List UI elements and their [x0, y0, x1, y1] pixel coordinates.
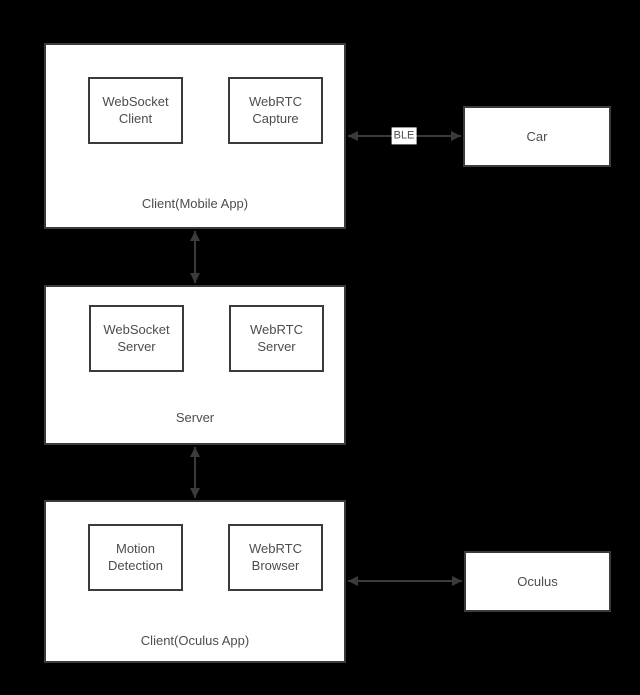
websocket-client-box: WebSocket Client — [88, 77, 183, 144]
mobile-app-group-box: WebSocket Client WebRTC Capture Client(M… — [44, 43, 346, 229]
car-box: Car — [463, 106, 611, 167]
oculus-box: Oculus — [464, 551, 611, 612]
oculus-app-group-box: Motion Detection WebRTC Browser Client(O… — [44, 500, 346, 663]
server-group-box: WebSocket Server WebRTC Server Server — [44, 285, 346, 445]
mobile-app-group-label: Client(Mobile App) — [141, 196, 249, 211]
websocket-client-label: WebSocket Client — [102, 93, 169, 126]
webrtc-browser-label: WebRTC Browser — [249, 540, 302, 573]
motion-detection-box: Motion Detection — [88, 524, 183, 591]
server-group-label: Server — [175, 410, 215, 425]
webrtc-capture-label: WebRTC Capture — [249, 93, 302, 126]
webrtc-server-label: WebRTC Server — [250, 321, 303, 354]
webrtc-capture-box: WebRTC Capture — [228, 77, 323, 144]
oculus-label: Oculus — [517, 574, 558, 589]
car-label: Car — [526, 129, 548, 144]
motion-detection-label: Motion Detection — [108, 540, 163, 573]
websocket-server-label: WebSocket Server — [103, 321, 170, 354]
oculus-app-group-label: Client(Oculus App) — [140, 633, 250, 648]
websocket-server-box: WebSocket Server — [89, 305, 184, 372]
ble-edge-label: BLE — [391, 127, 417, 145]
webrtc-browser-box: WebRTC Browser — [228, 524, 323, 591]
webrtc-server-box: WebRTC Server — [229, 305, 324, 372]
